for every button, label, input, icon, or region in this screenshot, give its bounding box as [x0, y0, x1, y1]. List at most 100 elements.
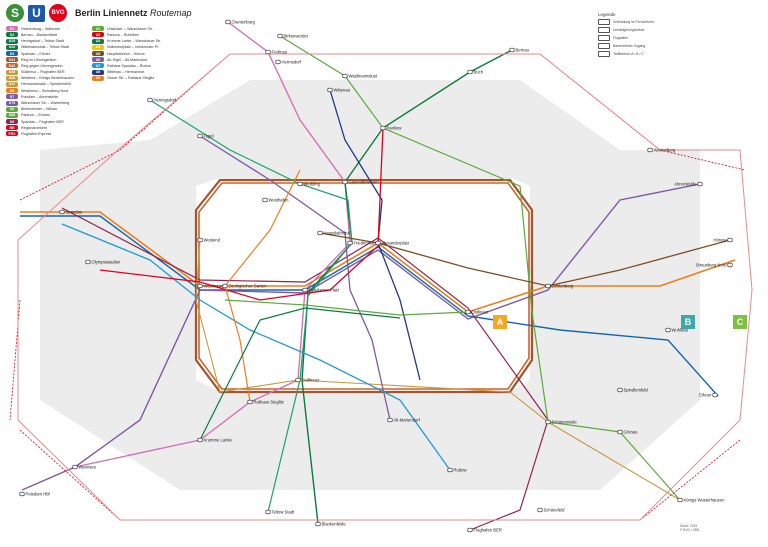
station[interactable]: Spandau — [59, 209, 83, 215]
station[interactable]: Rathaus Steglitz — [247, 399, 284, 405]
line-u5[interactable] — [319, 232, 731, 287]
station-marker-icon[interactable] — [465, 309, 471, 315]
line-s2[interactable] — [301, 49, 513, 525]
line-s1[interactable] — [74, 21, 351, 468]
station[interactable]: Westhafen — [262, 198, 289, 203]
line-u6[interactable] — [199, 135, 391, 421]
station[interactable]: Hennigsdorf — [147, 97, 177, 103]
station[interactable]: Schöneweide — [545, 419, 578, 425]
station-marker-icon[interactable] — [647, 147, 653, 153]
station[interactable]: Friedrichstr. — [347, 240, 376, 246]
station-marker-icon[interactable] — [72, 464, 78, 470]
station[interactable]: Teltow Stadt — [265, 509, 295, 515]
station-marker-icon[interactable] — [225, 19, 231, 25]
station-marker-icon[interactable] — [342, 179, 348, 185]
station-marker-icon[interactable] — [297, 181, 303, 187]
station-marker-icon[interactable] — [295, 377, 301, 383]
station[interactable]: Hauptbahnhof — [317, 230, 351, 236]
station-marker-icon[interactable] — [727, 237, 733, 243]
station[interactable]: Gesundbrunnen — [342, 179, 379, 185]
station[interactable]: Pankow — [380, 125, 403, 131]
station[interactable]: Waidmannslust — [342, 73, 378, 79]
line-u7[interactable] — [61, 223, 451, 471]
station-marker-icon[interactable] — [380, 125, 386, 131]
station-marker-icon[interactable] — [247, 399, 253, 405]
station[interactable]: Blankenfelde — [315, 522, 347, 527]
station[interactable]: Erkner — [699, 392, 718, 398]
station-marker-icon[interactable] — [467, 527, 473, 533]
station[interactable]: Wannsee — [72, 464, 97, 470]
line-u3[interactable] — [199, 307, 401, 441]
station[interactable]: Olympiastadion — [85, 260, 121, 265]
station[interactable]: Lichtenberg — [545, 283, 574, 289]
station[interactable]: Westkreuz — [197, 283, 223, 289]
station[interactable]: Bernau — [509, 47, 530, 53]
station[interactable]: Potsdam Hbf — [19, 491, 51, 497]
station-marker-icon[interactable] — [712, 392, 718, 398]
station[interactable]: Strausberg Nord — [696, 262, 733, 268]
station-marker-icon[interactable] — [727, 262, 733, 268]
station-marker-icon[interactable] — [275, 59, 281, 65]
station[interactable]: Krumme Lanke — [197, 437, 233, 443]
ring-line-s41[interactable] — [194, 178, 534, 394]
station[interactable]: Wedding — [297, 181, 321, 187]
station[interactable]: Grünau — [617, 429, 638, 435]
station-marker-icon[interactable] — [19, 491, 25, 497]
station-marker-icon[interactable] — [545, 419, 551, 425]
station[interactable]: Wittenau — [327, 88, 351, 93]
station-marker-icon[interactable] — [147, 97, 153, 103]
station[interactable]: Oranienburg — [225, 19, 256, 25]
station-marker-icon[interactable] — [197, 283, 203, 289]
station-marker-icon[interactable] — [537, 507, 543, 513]
station-marker-icon[interactable] — [447, 467, 453, 473]
line-s8[interactable] — [279, 35, 681, 501]
station[interactable]: Hermsdorf — [275, 59, 302, 65]
station[interactable]: Potsdamer Platz — [302, 287, 339, 293]
station-marker-icon[interactable] — [197, 237, 203, 243]
station-marker-icon[interactable] — [697, 181, 703, 187]
station[interactable]: Tegel — [197, 133, 214, 139]
station-marker-icon[interactable] — [197, 437, 203, 443]
line-u8[interactable] — [329, 89, 421, 381]
station-marker-icon[interactable] — [342, 73, 348, 79]
station[interactable]: Ahrensfelde — [674, 181, 703, 187]
station[interactable]: Hönow — [713, 237, 733, 243]
stadtbahn-s9[interactable] — [61, 207, 549, 531]
station-marker-icon[interactable] — [665, 327, 671, 333]
station[interactable]: Westend — [197, 237, 221, 243]
station-marker-icon[interactable] — [265, 49, 271, 55]
line-u2[interactable] — [99, 127, 384, 301]
stadtbahn-s7[interactable] — [21, 183, 701, 491]
station-marker-icon[interactable] — [545, 283, 551, 289]
station[interactable]: Flughafen BER — [467, 527, 502, 533]
station[interactable]: Frohnau — [265, 49, 288, 55]
station[interactable]: Königs Wusterhausen — [677, 497, 725, 503]
station[interactable]: Birkenwerder — [277, 34, 309, 39]
station[interactable]: Schönefeld — [537, 507, 565, 513]
station[interactable]: Alt-Mariendorf — [387, 417, 421, 423]
station-marker-icon[interactable] — [302, 287, 308, 293]
station-marker-icon[interactable] — [59, 209, 65, 215]
ring-line-s42[interactable] — [198, 182, 530, 390]
station-marker-icon[interactable] — [677, 497, 683, 503]
line-s25[interactable] — [149, 99, 353, 513]
station[interactable]: Ostkreuz — [465, 309, 488, 315]
station[interactable]: Südkreuz — [295, 377, 319, 383]
station[interactable]: Wartenberg — [647, 147, 676, 153]
station[interactable]: Rudow — [447, 467, 468, 473]
line-u1[interactable] — [224, 299, 469, 316]
station-marker-icon[interactable] — [317, 230, 323, 236]
station-marker-icon[interactable] — [617, 387, 623, 393]
stadtbahn-s3[interactable] — [20, 215, 719, 397]
station-marker-icon[interactable] — [387, 417, 393, 423]
station-marker-icon[interactable] — [197, 133, 203, 139]
station-marker-icon[interactable] — [617, 429, 623, 435]
station-marker-icon[interactable] — [347, 240, 353, 246]
station-marker-icon[interactable] — [265, 509, 271, 515]
station[interactable]: Wuhletal — [665, 327, 688, 333]
station-marker-icon[interactable] — [375, 240, 381, 246]
station-marker-icon[interactable] — [509, 47, 515, 53]
station[interactable]: Buch — [467, 70, 484, 75]
station-marker-icon[interactable] — [222, 283, 228, 289]
